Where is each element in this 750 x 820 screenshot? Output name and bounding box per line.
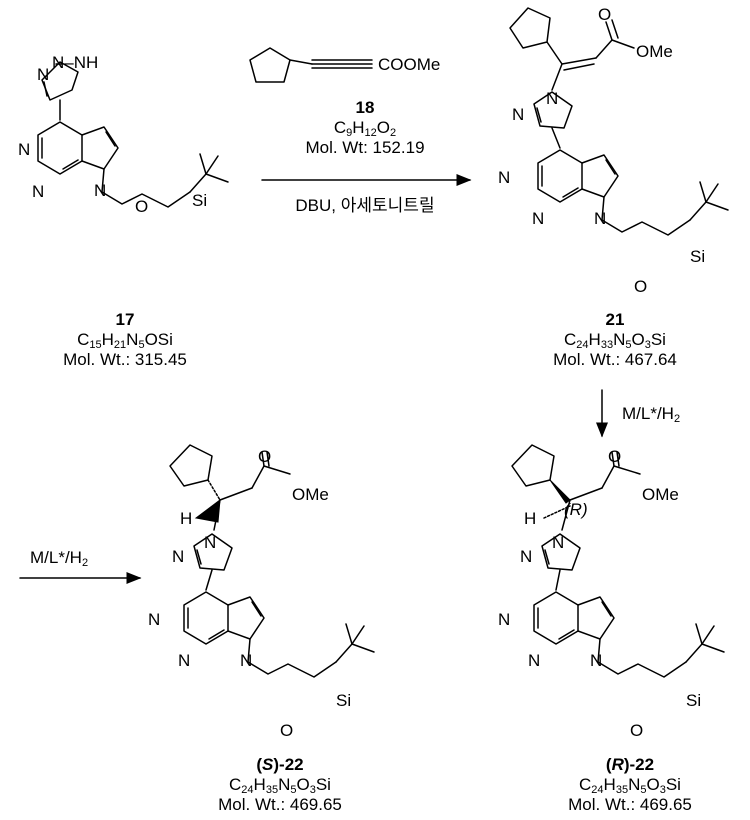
svg-text:N: N: [512, 105, 524, 124]
svg-text:N: N: [498, 610, 510, 629]
condition-2-label: M/L*/H2: [622, 404, 712, 424]
compound-21-structure: O OMe N N N N N O Si: [498, 5, 728, 296]
svg-text:N: N: [552, 533, 564, 552]
svg-text:N: N: [520, 547, 532, 566]
reagent-18-formula: C9H12O2: [265, 118, 465, 138]
compound-S22-label: (S)-22 C24H35N5O3Si Mol. Wt.: 469.65: [180, 755, 380, 815]
condition-3-label: M/L*/H2: [30, 548, 140, 568]
svg-text:N: N: [172, 547, 184, 566]
atom-N-17a: N: [37, 65, 49, 84]
svg-text:N: N: [498, 168, 510, 187]
compound-17-mw: Mol. Wt.: 315.45: [30, 350, 220, 370]
svg-text:Si: Si: [686, 691, 701, 710]
svg-text:N: N: [532, 209, 544, 228]
svg-text:H: H: [524, 509, 536, 528]
reagent-18-number: 18: [265, 98, 465, 118]
svg-text:O: O: [280, 721, 293, 740]
atom-N-17b: N: [18, 140, 30, 159]
svg-text:N: N: [204, 533, 216, 552]
compound-21-formula: C24H33N5O3Si: [515, 330, 715, 350]
compound-R22-number: (R)-22: [530, 755, 730, 775]
svg-text:N: N: [178, 651, 190, 670]
atom-N-17d: N: [94, 181, 106, 200]
svg-text:N: N: [148, 610, 160, 629]
compound-21-number: 21: [515, 310, 715, 330]
svg-text:O: O: [630, 721, 643, 740]
svg-text:Si: Si: [336, 691, 351, 710]
atom-Si-17: Si: [192, 191, 207, 210]
ome-S22: OMe: [292, 485, 329, 504]
svg-text:N: N: [528, 651, 540, 670]
compound-S22-formula: C24H35N5O3Si: [180, 775, 380, 795]
reagent-18-label: 18 C9H12O2 Mol. Wt: 152.19: [265, 98, 465, 158]
ome-21: OMe: [636, 42, 673, 61]
atom-O-17: O: [135, 197, 148, 216]
ome-R22: OMe: [642, 485, 679, 504]
svg-text:N: N: [240, 651, 252, 670]
svg-text:N: N: [546, 89, 558, 108]
compound-R22-mw: Mol. Wt.: 469.65: [530, 795, 730, 815]
svg-text:N: N: [590, 651, 602, 670]
condition-1-label: DBU, 아세토니트릴: [265, 196, 465, 216]
svg-text:O: O: [598, 5, 611, 24]
ester-18: COOMe: [378, 55, 440, 74]
svg-text:Si: Si: [690, 247, 705, 266]
compound-R22-formula: C24H35N5O3Si: [530, 775, 730, 795]
compound-17-structure: N N–NH N N N O Si: [18, 53, 228, 216]
reagent-18-mw: Mol. Wt: 152.19: [265, 138, 465, 158]
svg-text:H: H: [180, 509, 192, 528]
compound-R22-structure: O OMe H (R) N N N N N O Si: [498, 445, 724, 740]
compound-17-number: 17: [30, 310, 220, 330]
reagent-18-structure: COOMe: [250, 48, 440, 82]
compound-17-formula: C15H21N5OSi: [30, 330, 220, 350]
compound-R22-label: (R)-22 C24H35N5O3Si Mol. Wt.: 469.65: [530, 755, 730, 815]
svg-text:O: O: [634, 277, 647, 296]
svg-text:O: O: [258, 447, 271, 466]
atom-NH-17: N–NH: [52, 53, 98, 72]
compound-21-mw: Mol. Wt.: 467.64: [515, 350, 715, 370]
svg-text:O: O: [608, 447, 621, 466]
compound-S22-mw: Mol. Wt.: 469.65: [180, 795, 380, 815]
compound-S22-structure: O OMe H N N N N N O Si: [148, 445, 374, 740]
compound-17-label: 17 C15H21N5OSi Mol. Wt.: 315.45: [30, 310, 220, 370]
svg-text:N: N: [594, 209, 606, 228]
compound-21-label: 21 C24H33N5O3Si Mol. Wt.: 467.64: [515, 310, 715, 370]
compound-S22-number: (S)-22: [180, 755, 380, 775]
atom-N-17c: N: [32, 182, 44, 201]
